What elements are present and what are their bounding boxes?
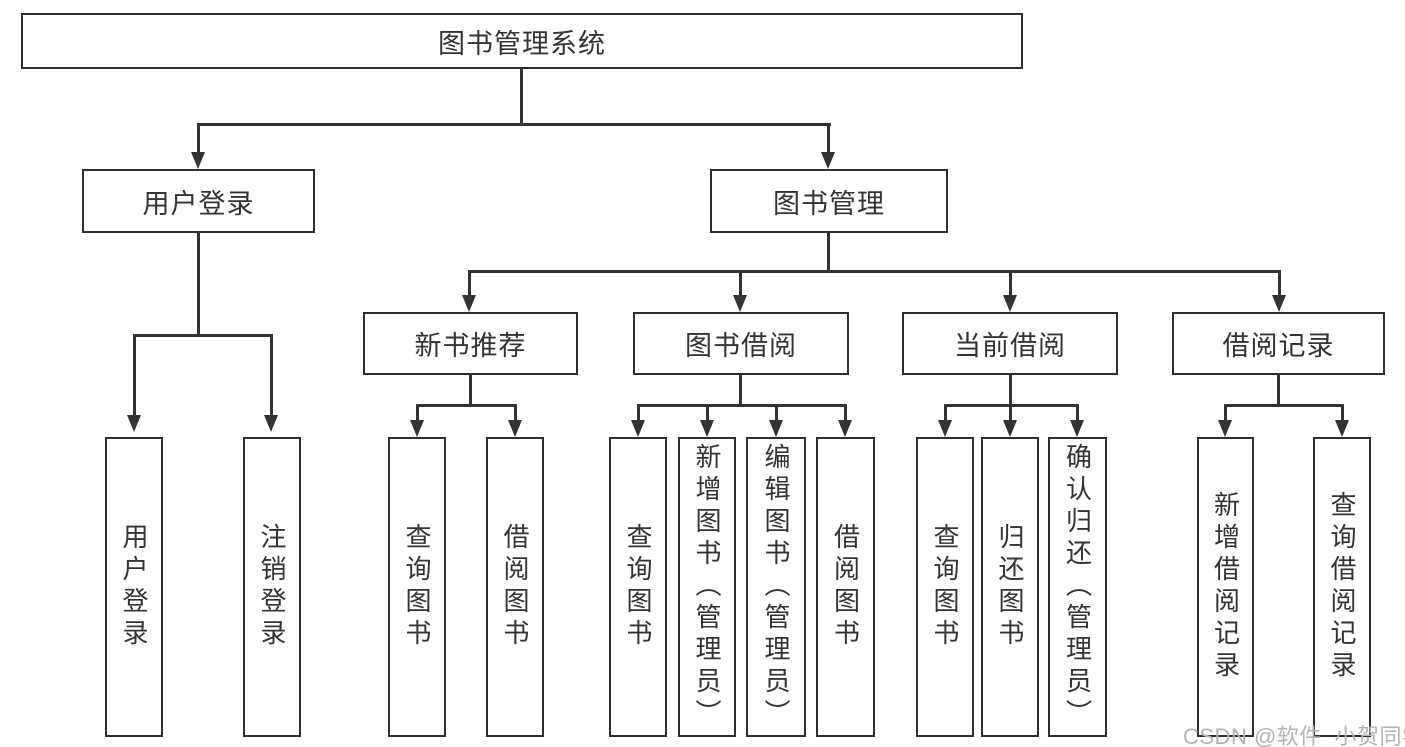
arrowhead-to-leaf-add-record: [1218, 420, 1232, 437]
arrowhead-to-leaf-add-books: [700, 420, 714, 437]
connector-root-branch: [197, 123, 831, 126]
connector-to-leaf-borrow1-shaft: [514, 404, 517, 421]
leaf-add-books-admin: 新增图书（管理员）: [678, 437, 736, 737]
arrowhead-to-leaf-query3: [938, 420, 952, 437]
arrowhead-to-book-borrow: [733, 295, 747, 312]
leaf-query-books-borrow: 查询图书: [609, 437, 667, 737]
arrowhead-to-leaf-query1: [410, 420, 424, 437]
connector-to-current-borrow-shaft: [1009, 270, 1012, 296]
leaf-return-books: 归还图书: [981, 437, 1039, 737]
leaf-edit-books-admin: 编辑图书（管理员）: [746, 437, 806, 737]
node-current-borrow-label: 当前借阅: [954, 331, 1066, 361]
connector-book-borrow-branch: [637, 404, 846, 407]
connector-to-leaf-add-record-shaft: [1224, 404, 1227, 421]
node-borrow-records-label: 借阅记录: [1222, 331, 1335, 361]
connector-user-login-branch: [133, 334, 273, 337]
arrowhead-to-leaf-return: [1003, 420, 1017, 437]
arrowhead-to-borrow-records: [1272, 295, 1286, 312]
node-book-borrow: 图书借阅: [633, 312, 849, 375]
leaf-query-books-current-label: 查询图书: [930, 523, 960, 651]
connector-to-leaf-user-login-shaft: [133, 334, 136, 416]
connector-to-leaf-query2-shaft: [637, 404, 640, 421]
leaf-add-books-admin-label: 新增图书（管理员）: [692, 443, 722, 731]
connector-borrow-records-branch: [1224, 404, 1343, 407]
connector-to-borrow-records-shaft: [1278, 270, 1281, 296]
arrowhead-to-leaf-query-record: [1335, 420, 1349, 437]
node-root-label: 图书管理系统: [438, 28, 606, 59]
arrowhead-to-leaf-borrow2: [838, 420, 852, 437]
leaf-borrow-books-borrow: 借阅图书: [816, 437, 875, 737]
leaf-borrow-books-recommend: 借阅图书: [486, 437, 544, 737]
connector-book-management-branch: [468, 270, 1281, 273]
arrowhead-to-leaf-borrow1: [508, 420, 522, 437]
connector-to-leaf-query1-shaft: [416, 404, 419, 421]
connector-to-leaf-edit-books-shaft: [775, 404, 778, 421]
leaf-query-books-borrow-label: 查询图书: [623, 523, 653, 651]
leaf-query-borrow-record-label: 查询借阅记录: [1327, 491, 1357, 683]
connector-to-new-book-recommend-shaft: [468, 270, 471, 296]
arrowhead-to-leaf-user-login: [127, 415, 141, 432]
arrowhead-to-leaf-confirm-return: [1070, 420, 1084, 437]
leaf-edit-books-admin-label: 编辑图书（管理员）: [761, 443, 791, 731]
leaf-confirm-return-admin-label: 确认归还（管理员）: [1062, 443, 1093, 731]
arrowhead-to-leaf-query2: [631, 420, 645, 437]
leaf-query-books-recommend: 查询图书: [388, 437, 446, 737]
connector-to-book-management-shaft: [827, 123, 830, 154]
node-new-book-recommend-label: 新书推荐: [414, 331, 527, 361]
node-book-management: 图书管理: [710, 169, 948, 233]
connector-root-stem: [520, 68, 523, 125]
leaf-query-books-current: 查询图书: [916, 437, 974, 737]
leaf-return-books-label: 归还图书: [995, 523, 1025, 651]
connector-borrow-records-stem: [1277, 375, 1280, 406]
leaf-confirm-return-admin: 确认归还（管理员）: [1048, 437, 1107, 737]
node-new-book-recommend: 新书推荐: [363, 312, 578, 375]
arrowhead-to-book-management: [821, 152, 835, 169]
arrowhead-to-current-borrow: [1003, 295, 1017, 312]
connector-user-login-stem: [197, 233, 200, 336]
connector-current-borrow-stem: [1009, 375, 1012, 406]
leaf-user-login: 用户登录: [105, 437, 163, 737]
leaf-user-login-label: 用户登录: [119, 523, 149, 651]
csdn-watermark: CSDN @软件_小贺同学: [1183, 724, 1405, 747]
leaf-query-books-recommend-label: 查询图书: [402, 523, 432, 651]
node-book-management-label: 图书管理: [773, 188, 885, 219]
arrowhead-to-leaf-logout: [264, 415, 278, 432]
node-user-login-label: 用户登录: [142, 188, 255, 219]
connector-new-book-recommend-stem: [469, 375, 472, 406]
connector-to-leaf-return-shaft: [1009, 404, 1012, 421]
arrowhead-to-new-book-recommend: [462, 295, 476, 312]
connector-to-leaf-query3-shaft: [944, 404, 947, 421]
connector-to-user-login-shaft: [197, 123, 200, 154]
connector-to-leaf-query-record-shaft: [1341, 404, 1344, 421]
connector-new-book-recommend-branch: [416, 404, 517, 407]
connector-to-leaf-confirm-return-shaft: [1076, 404, 1079, 421]
arrowhead-to-user-login: [191, 152, 205, 169]
node-borrow-records: 借阅记录: [1172, 312, 1385, 375]
node-user-login: 用户登录: [82, 169, 315, 233]
node-book-borrow-label: 图书借阅: [685, 331, 797, 361]
connector-book-borrow-stem: [739, 375, 742, 406]
leaf-add-borrow-record-label: 新增借阅记录: [1210, 491, 1241, 683]
node-current-borrow: 当前借阅: [902, 312, 1118, 375]
leaf-query-borrow-record: 查询借阅记录: [1313, 437, 1371, 737]
leaf-add-borrow-record: 新增借阅记录: [1197, 437, 1254, 737]
connector-book-management-stem: [827, 233, 830, 272]
leaf-borrow-books-borrow-label: 借阅图书: [830, 523, 861, 651]
connector-to-book-borrow-shaft: [739, 270, 742, 296]
connector-to-leaf-logout-shaft: [270, 334, 273, 416]
leaf-logout-label: 注销登录: [257, 523, 287, 651]
arrowhead-to-leaf-edit-books: [769, 420, 783, 437]
node-root: 图书管理系统: [21, 13, 1023, 69]
leaf-borrow-books-recommend-label: 借阅图书: [500, 523, 530, 651]
leaf-logout: 注销登录: [243, 437, 301, 737]
connector-to-leaf-borrow2-shaft: [844, 404, 847, 421]
connector-to-leaf-add-books-shaft: [706, 404, 709, 421]
